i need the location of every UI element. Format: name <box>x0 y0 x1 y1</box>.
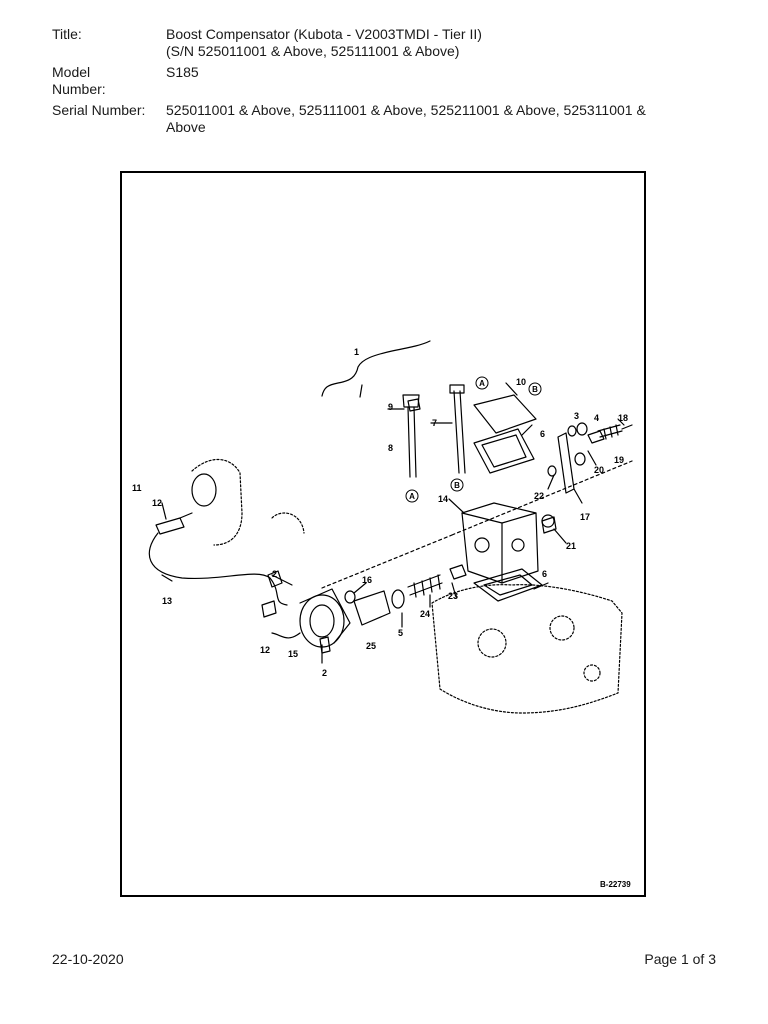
callout-2-lower: 2 <box>322 668 327 678</box>
callout-8: 8 <box>388 443 393 453</box>
title-row: Title: Boost Compensator (Kubota - V2003… <box>52 26 732 60</box>
serial-row: Serial Number: 525011001 & Above, 525111… <box>52 102 732 136</box>
callout-1: 1 <box>354 347 359 357</box>
callout-20: 20 <box>594 465 604 475</box>
model-label: Model Number: <box>52 64 166 98</box>
callout-12-upper: 12 <box>152 498 162 508</box>
callout-23: 23 <box>448 591 458 601</box>
serial-line-2: Above <box>166 119 206 135</box>
callout-19: 19 <box>614 455 624 465</box>
callout-18: 18 <box>618 413 628 423</box>
model-label-line-1: Model <box>52 64 91 80</box>
model-value: S185 <box>166 64 199 80</box>
footer-date: 22-10-2020 <box>52 951 124 967</box>
ref-marker-b-1: B <box>532 385 538 394</box>
model-row: Model Number: S185 <box>52 64 732 98</box>
callout-15: 15 <box>288 649 298 659</box>
callout-17: 17 <box>580 512 590 522</box>
callout-12-lower: 12 <box>260 645 270 655</box>
serial-value: 525011001 & Above, 525111001 & Above, 52… <box>166 102 732 136</box>
callout-11: 11 <box>132 483 142 493</box>
serial-label: Serial Number: <box>52 102 146 118</box>
callout-4: 4 <box>594 413 599 423</box>
callout-5: 5 <box>398 628 403 638</box>
ref-marker-a-1: A <box>479 379 485 388</box>
callout-6-lower: 6 <box>542 569 547 579</box>
ref-marker-b-2: B <box>454 481 460 490</box>
callout-14: 14 <box>438 494 448 504</box>
callout-7: 7 <box>432 418 437 428</box>
callout-9: 9 <box>388 402 393 412</box>
exploded-parts-diagram: A B A B 1 2 2 3 4 5 6 6 7 8 9 10 11 12 1… <box>132 340 633 889</box>
callout-2-upper: 2 <box>272 569 277 579</box>
callout-22: 22 <box>534 491 544 501</box>
callout-21: 21 <box>566 541 576 551</box>
figure-id: B-22739 <box>600 880 631 889</box>
callout-16: 16 <box>362 575 372 585</box>
footer-page-number: Page 1 of 3 <box>644 951 716 967</box>
title-label: Title: <box>52 26 82 42</box>
title-value: Boost Compensator (Kubota - V2003TMDI - … <box>166 26 732 60</box>
parts-diagram-frame: A B A B 1 2 2 3 4 5 6 6 7 8 9 10 11 12 1… <box>120 171 646 897</box>
callout-13: 13 <box>162 596 172 606</box>
title-line-2: (S/N 525011001 & Above, 525111001 & Abov… <box>166 43 460 59</box>
callout-6-upper: 6 <box>540 429 545 439</box>
callout-3: 3 <box>574 411 579 421</box>
title-line-1: Boost Compensator (Kubota - V2003TMDI - … <box>166 26 482 42</box>
callout-24: 24 <box>420 609 430 619</box>
document-info: Title: Boost Compensator (Kubota - V2003… <box>52 26 732 140</box>
callout-10: 10 <box>516 377 526 387</box>
ref-marker-a-2: A <box>409 492 415 501</box>
model-label-line-2: Number: <box>52 81 106 97</box>
serial-line-1: 525011001 & Above, 525111001 & Above, 52… <box>166 102 646 118</box>
callout-25: 25 <box>366 641 376 651</box>
